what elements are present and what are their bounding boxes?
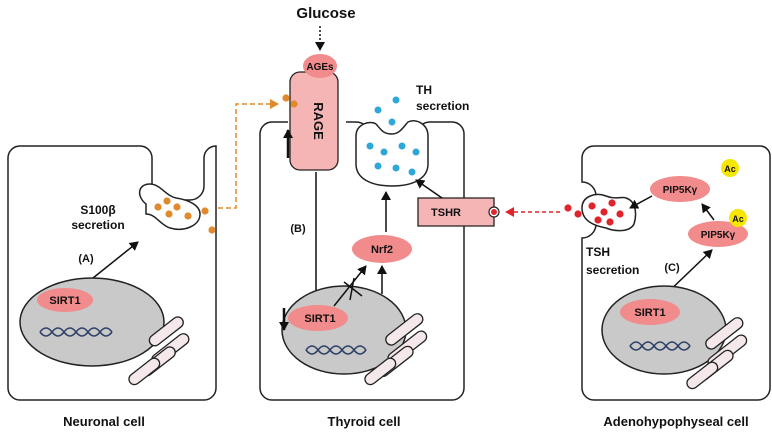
adeno-sirt1-label: SIRT1 [634,307,665,319]
tsh-dot [600,208,608,216]
s100b-dot [165,210,173,218]
th-dot [374,162,382,170]
s100b-dot [173,203,181,211]
dna-icon [305,345,367,355]
ac-badge-top-label: Ac [724,164,736,174]
mitochondria-icon [128,316,190,386]
block-cross-b [349,277,355,301]
thyroid-cell: RAGE AGEs Glucose TH secretion (B) SIRT1 [259,5,500,401]
tsh-label-line2: secretion [586,263,639,277]
s100b-bound-dot [282,94,290,102]
thyroid-sirt1 [288,305,348,331]
neuronal-nucleus [19,277,165,367]
tsh-label-line1: TSH [586,245,610,259]
tsh-bound-dot-core [491,209,497,215]
th-dot [398,142,406,150]
ages-label: AGEs [306,62,334,73]
s100b-secretion-label-line1: S100β [80,203,115,217]
tsh-dot [606,218,614,226]
tshr-receptor [417,197,495,227]
ac-badge-top [721,159,739,177]
neuronal-sirt1-label: SIRT1 [49,295,80,307]
adenohypophyseal-cell: TSH secretion PIP5Kγ Ac PIP5Kγ Ac (C) SI… [564,145,771,401]
tshr-to-th-arrow [415,179,443,199]
neuronal-sirt1 [37,288,93,312]
glucose-label: Glucose [296,5,355,22]
s100b-dot [201,207,209,215]
s100b-vesicle [138,183,201,230]
th-dot [412,148,420,156]
th-dot [380,148,388,156]
block-cross-a [343,281,363,297]
th-dot [374,106,382,114]
s100b-bound-dot [290,100,298,108]
th-dot [392,164,400,172]
s100b-dot [184,212,192,220]
step-c-label: (C) [664,262,680,274]
pip5k-bottom-label: PIP5Kγ [701,230,736,241]
thyroid-sirt1-label: SIRT1 [304,313,335,325]
pip5k-top-label: PIP5Kγ [663,185,698,196]
th-dot [392,96,400,104]
th-dot [366,142,374,150]
th-dot [388,118,396,126]
s100b-secretion-label-line2: secretion [71,218,124,232]
th-label-line2: secretion [416,99,469,113]
adeno-sirt1 [620,299,680,325]
pip5k-bottom [688,221,748,247]
thyroid-cell-title: Thyroid cell [328,414,401,429]
th-label-line1: TH [416,83,432,97]
s100b-to-rage-arrow [218,99,279,209]
tsh-dot [574,210,582,218]
nrf2-protein [352,235,412,263]
tsh-dot [564,204,572,212]
pip5k-top [650,176,710,202]
tsh-dot [616,210,624,218]
tshr-label: TSHR [431,207,461,219]
tsh-dot [608,199,616,207]
tsh-dot [588,202,596,210]
mitochondria-icon [686,317,748,390]
arrow-a [87,241,139,283]
ac-badge-bottom [729,209,747,227]
pip5k-to-vesicle-arrow [629,195,653,209]
adenohypophyseal-cell-title: Adenohypophyseal cell [603,414,748,429]
th-dot [408,168,416,176]
ages-badge [303,54,337,78]
neuronal-cell-title: Neuronal cell [63,414,145,429]
s100b-dot [154,203,162,211]
adeno-nucleus [601,285,727,375]
neuronal-cell: S100β secretion (A) SIRT1 [7,145,217,401]
pip5k-deacetylation-arrow [701,203,715,221]
tsh-dot [594,216,602,224]
rage-label: RAGE [311,102,326,140]
step-a-label: (A) [78,253,94,265]
mitochondria-icon [364,313,428,386]
dna-icon [629,341,691,351]
nrf2-label: Nrf2 [371,244,393,256]
ac-badge-bottom-label: Ac [732,214,744,224]
s100b-dot [163,197,171,205]
step-b-label: (B) [290,223,306,235]
dna-icon [39,327,113,337]
s100b-dot [208,226,216,234]
